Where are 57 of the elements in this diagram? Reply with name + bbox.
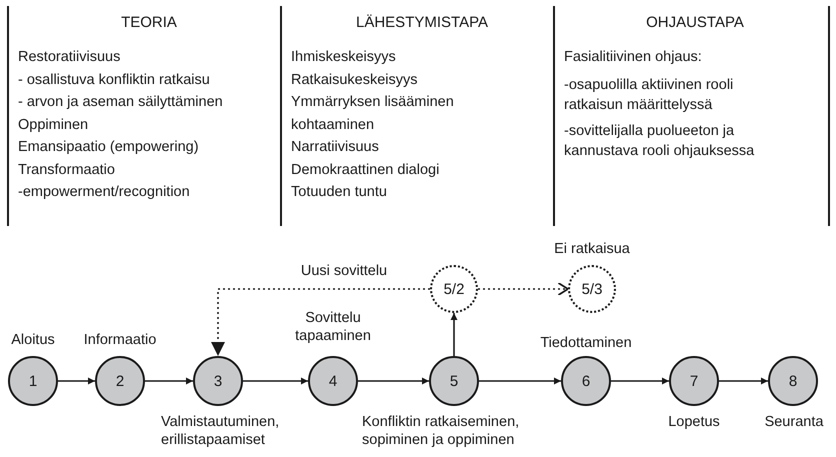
step-label: Valmistautuminen, erillistapaamiset	[161, 413, 280, 449]
arrow	[58, 378, 95, 384]
list-item: Totuuden tuntu	[291, 183, 388, 202]
list-item: - osallistuva konfliktin ratkaisu	[18, 70, 211, 90]
step-circle	[95, 356, 145, 406]
step-circle	[308, 356, 358, 406]
step-circle	[8, 356, 58, 406]
step-label: Ei ratkaisua	[554, 240, 630, 258]
step-number: 8	[788, 372, 798, 390]
step-number: 1	[28, 372, 38, 390]
step-circle	[193, 356, 243, 406]
list-item: -osapuolilla aktiivinen rooli ratkaisun määrittelyssä	[564, 76, 734, 114]
step-circle	[669, 356, 719, 406]
step-number: 7	[690, 372, 698, 390]
step-number: 4	[328, 372, 338, 390]
step-label: Seuranta	[764, 413, 824, 431]
dotted-arrow	[211, 288, 430, 356]
step-label: Lopetus	[668, 413, 720, 431]
list-item: -empowerment/recognition	[18, 183, 191, 202]
step-number: 3	[214, 372, 222, 390]
list-item: Ratkaisukeskeisyys	[291, 70, 419, 90]
list-item: Transformaatio	[18, 160, 116, 180]
column-heading: LÄHESTYMISTAPA	[355, 14, 489, 31]
list-item: Demokraattinen dialogi	[291, 160, 440, 180]
step-number: 5/3	[582, 280, 602, 298]
step-number: 5	[450, 372, 458, 390]
list-item: Restoratiivisuus	[18, 48, 122, 67]
step-label: Sovittelu tapaaminen	[294, 309, 372, 345]
dotted-arrow	[478, 282, 569, 296]
list-item: Ihmiskeskeisyys	[291, 48, 397, 67]
step-label: Tiedottaminen	[540, 334, 632, 352]
list-item: Emansipaatio (empowering)	[18, 138, 200, 157]
column-heading: OHJAUSTAPA	[645, 14, 745, 31]
list-item: - arvon ja aseman säilyttäminen	[18, 93, 224, 112]
list-item: Oppiminen	[18, 116, 90, 134]
step-circle	[561, 356, 611, 406]
step-number: 5/2	[444, 280, 464, 298]
arrow	[479, 378, 561, 384]
step-circle	[429, 356, 479, 406]
step-label: Konfliktin ratkaiseminen, sopiminen ja oppiminen	[362, 413, 520, 449]
arrow	[611, 378, 669, 384]
list-item: kohtaaminen	[291, 116, 376, 134]
arrow	[243, 378, 308, 384]
step-circle	[768, 356, 818, 406]
step-number: 6	[582, 372, 590, 390]
arrow	[145, 378, 193, 384]
step-label: Informaatio	[84, 331, 156, 349]
column-heading: TEORIA	[120, 14, 178, 31]
list-item: Narratiivisuus	[291, 138, 380, 157]
arrow	[450, 313, 458, 356]
arrow	[358, 378, 429, 384]
step-number: 2	[116, 372, 124, 390]
list-item: Fasialitiivinen ohjaus:	[564, 48, 703, 67]
arrow	[719, 378, 768, 384]
list-item: -sovittelijalla puolueeton ja kannustava rooli ohjauksessa	[564, 122, 756, 160]
step-label: Aloitus	[11, 331, 55, 349]
list-item: Ymmärryksen lisääminen	[291, 93, 455, 112]
